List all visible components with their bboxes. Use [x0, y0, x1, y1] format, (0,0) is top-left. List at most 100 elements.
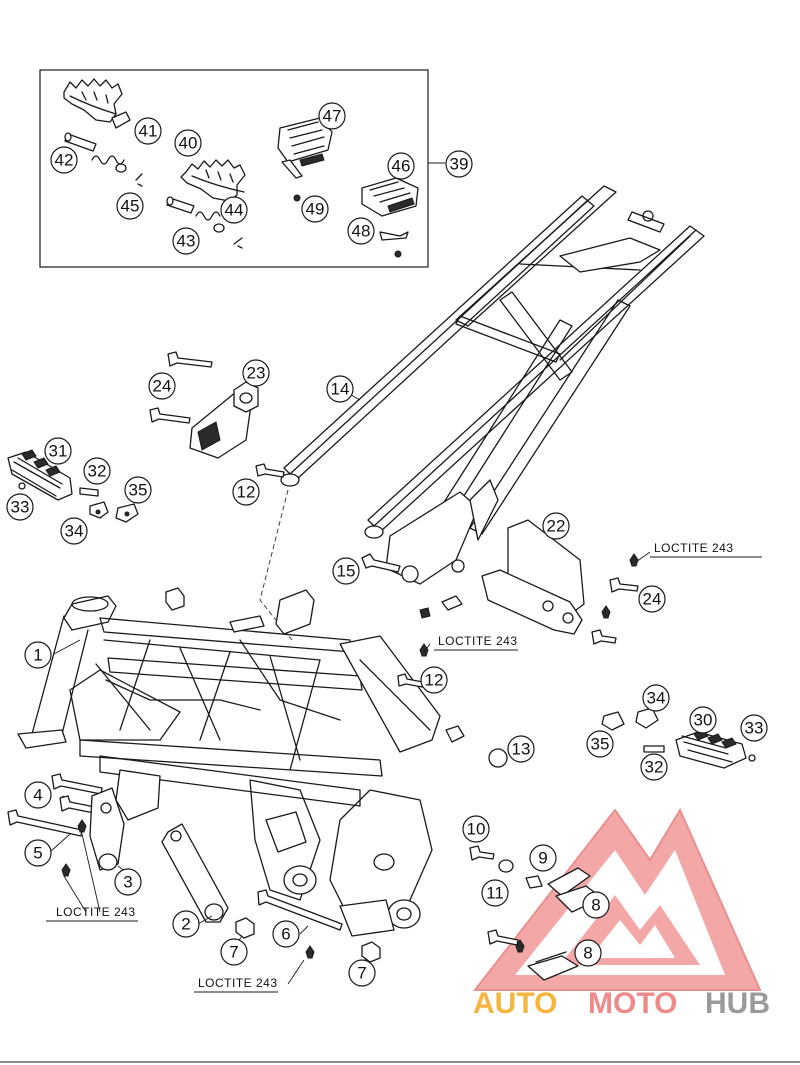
nut-7a	[235, 917, 255, 939]
svg-text:13: 13	[512, 740, 531, 759]
svg-text:34: 34	[65, 522, 84, 541]
callout-34b: 34	[642, 684, 670, 712]
callout-2: 2	[172, 910, 200, 938]
bolt-12-upper	[255, 463, 285, 478]
bolt-5	[7, 809, 83, 837]
footrest-rubber-46	[361, 177, 419, 217]
callout-42: 42	[50, 146, 78, 174]
spring-42	[91, 155, 125, 165]
svg-text:HUB: HUB	[705, 987, 770, 1020]
footrest-rubber-30	[675, 729, 747, 769]
callout-14: 14	[326, 375, 354, 403]
svg-text:8: 8	[591, 896, 600, 915]
callout-7b: 7	[348, 959, 376, 987]
loctite-note-4: LOCTITE 243	[194, 976, 278, 993]
callout-12a: 12	[232, 478, 260, 506]
svg-text:7: 7	[229, 943, 238, 962]
callout-9: 9	[529, 844, 557, 872]
svg-text:43: 43	[177, 232, 196, 251]
loctite-note-2: LOCTITE 243	[434, 634, 518, 651]
callout-34a: 34	[60, 517, 88, 545]
callout-4: 4	[24, 781, 52, 809]
svg-text:1: 1	[33, 646, 42, 665]
svg-text:45: 45	[121, 197, 140, 216]
svg-text:35: 35	[591, 735, 610, 754]
svg-text:LOCTITE 243: LOCTITE 243	[438, 634, 518, 648]
svg-text:47: 47	[323, 107, 342, 126]
callout-35b: 35	[586, 730, 614, 758]
svg-text:12: 12	[425, 671, 444, 690]
svg-text:9: 9	[538, 849, 547, 868]
washer-11	[498, 859, 514, 873]
bracket-22	[481, 519, 585, 635]
bolt-24-upper	[167, 351, 213, 368]
watermark-logo-icon	[472, 807, 762, 991]
callout-8a: 8	[582, 891, 610, 919]
bolt-6	[257, 889, 343, 931]
svg-text:30: 30	[694, 711, 713, 730]
svg-text:24: 24	[153, 377, 172, 396]
svg-text:10: 10	[467, 820, 486, 839]
svg-text:33: 33	[11, 498, 30, 517]
callout-35a: 35	[124, 476, 152, 504]
svg-text:3: 3	[123, 873, 132, 892]
svg-text:44: 44	[225, 201, 244, 220]
callout-41: 41	[134, 117, 162, 145]
callout-10: 10	[462, 815, 490, 843]
footrest-rubber-31	[7, 449, 73, 501]
callout-7a: 7	[220, 938, 248, 966]
bolt-10	[469, 845, 495, 861]
svg-text:49: 49	[306, 200, 325, 219]
callout-23: 23	[242, 359, 270, 387]
svg-text:48: 48	[352, 222, 371, 241]
callout-5: 5	[24, 839, 52, 867]
svg-text:14: 14	[331, 380, 350, 399]
svg-text:AUTO: AUTO	[473, 987, 557, 1020]
spacer-9	[525, 875, 543, 889]
callout-3: 3	[114, 868, 142, 896]
callout-49: 49	[301, 195, 329, 223]
callout-13: 13	[507, 735, 535, 763]
callout-24a: 24	[148, 372, 176, 400]
plate-35-right	[601, 711, 625, 731]
svg-text:LOCTITE 243: LOCTITE 243	[198, 976, 278, 990]
callout-39: 39	[445, 150, 473, 178]
callout-15: 15	[332, 557, 360, 585]
svg-text:39: 39	[450, 155, 469, 174]
link-arm-2	[161, 823, 229, 923]
bolt-4	[51, 773, 103, 795]
callout-33a: 33	[6, 493, 34, 521]
callout-32b: 32	[640, 753, 668, 781]
pin-42	[64, 132, 97, 152]
footrest-rubber-47	[277, 117, 333, 167]
svg-text:31: 31	[49, 442, 68, 461]
svg-text:23: 23	[247, 364, 266, 383]
loctite-note-3: LOCTITE 243	[46, 905, 138, 922]
svg-text:24: 24	[643, 590, 662, 609]
footrest-serrated-41	[63, 78, 131, 129]
svg-text:11: 11	[486, 884, 504, 903]
callout-33b: 33	[740, 714, 768, 742]
svg-text:5: 5	[33, 844, 42, 863]
callout-31: 31	[44, 437, 72, 465]
bolt-24-lower	[149, 407, 191, 424]
callout-48: 48	[347, 217, 375, 245]
svg-text:6: 6	[281, 925, 290, 944]
svg-text:12: 12	[237, 483, 256, 502]
callout-32a: 32	[83, 457, 111, 485]
pin-43	[166, 196, 195, 214]
footrest-serrated-40	[180, 159, 246, 202]
callout-44: 44	[220, 196, 248, 224]
svg-text:MOTO: MOTO	[588, 987, 677, 1020]
svg-text:41: 41	[139, 122, 158, 141]
watermark-text: AUTO MOTO HUB	[473, 987, 770, 1020]
bolt-8	[487, 929, 519, 946]
callout-45: 45	[116, 192, 144, 220]
loctite-note-1: LOCTITE 243	[650, 541, 762, 558]
callout-30: 30	[689, 706, 717, 734]
callout-47: 47	[318, 102, 346, 130]
svg-text:32: 32	[88, 462, 107, 481]
svg-text:7: 7	[357, 964, 366, 983]
pin-32	[79, 487, 99, 497]
main-frame-1	[17, 589, 441, 937]
